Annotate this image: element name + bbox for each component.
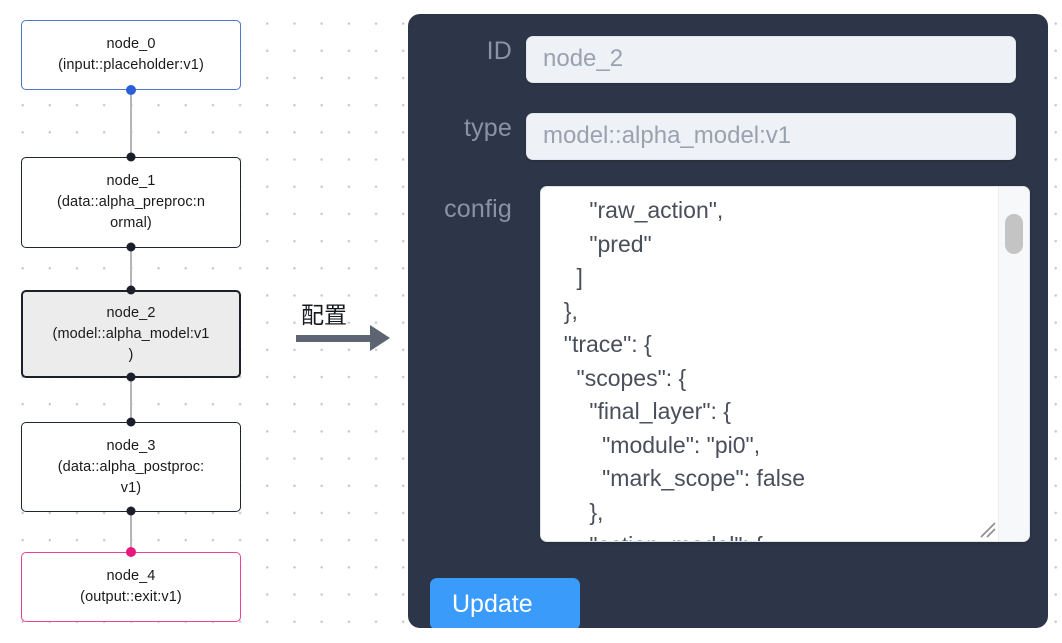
config-arrow-group: 配置 bbox=[296, 296, 392, 358]
graph-node-label: node_4 (output::exit:v1) bbox=[80, 568, 182, 605]
config-arrow-label: 配置 bbox=[301, 303, 347, 329]
edge-node1-node2 bbox=[130, 247, 132, 291]
edge-node3-node4 bbox=[130, 511, 132, 552]
graph-node-node_4[interactable]: node_4 (output::exit:v1) bbox=[21, 552, 241, 622]
config-scrollbar[interactable] bbox=[998, 187, 1029, 541]
arrow-head-icon bbox=[370, 325, 390, 351]
update-button[interactable]: Update bbox=[430, 578, 580, 628]
graph-node-node_1[interactable]: node_1 (data::alpha_preproc:n ormal) bbox=[21, 157, 241, 248]
config-textarea-wrapper[interactable]: "raw_action", "pred" ] }, "trace": { "sc… bbox=[540, 186, 1030, 542]
id-input[interactable]: node_2 bbox=[526, 36, 1016, 83]
node_1-target-handle[interactable] bbox=[126, 152, 136, 162]
graph-node-label: node_1 (data::alpha_preproc:n ormal) bbox=[56, 173, 206, 231]
node_3-target-handle[interactable] bbox=[126, 417, 136, 427]
type-field-label: type bbox=[463, 114, 512, 142]
graph-node-node_3[interactable]: node_3 (data::alpha_postproc: v1) bbox=[21, 422, 241, 512]
field-row-type: type model::alpha_model:v1 bbox=[408, 113, 1030, 160]
config-field-label: config bbox=[444, 195, 512, 223]
graph-node-label: node_2 (model::alpha_model:v1 ) bbox=[52, 304, 210, 363]
node-inspector-panel: ID node_2 type model::alpha_model:v1 con… bbox=[408, 14, 1048, 628]
node_3-source-handle[interactable] bbox=[126, 506, 136, 516]
graph-node-node_2[interactable]: node_2 (model::alpha_model:v1 ) bbox=[21, 290, 241, 378]
config-scrollbar-thumb[interactable] bbox=[1005, 214, 1023, 254]
field-row-id: ID node_2 bbox=[408, 36, 1030, 83]
node_0-source-handle[interactable] bbox=[126, 85, 136, 95]
arrow-shaft-icon bbox=[296, 335, 372, 342]
node_4-target-handle[interactable] bbox=[126, 547, 136, 557]
resize-handle-icon[interactable] bbox=[978, 520, 998, 540]
id-field-label: ID bbox=[486, 37, 512, 65]
graph-node-label: node_0 (input::placeholder:v1) bbox=[58, 36, 204, 73]
node_2-source-handle[interactable] bbox=[126, 372, 136, 382]
graph-node-label: node_3 (data::alpha_postproc: v1) bbox=[57, 437, 205, 496]
edge-node0-node1 bbox=[130, 90, 132, 158]
graph-node-node_0[interactable]: node_0 (input::placeholder:v1) bbox=[21, 20, 241, 90]
type-input[interactable]: model::alpha_model:v1 bbox=[526, 113, 1016, 160]
edge-node2-node3 bbox=[130, 377, 132, 423]
config-textarea[interactable]: "raw_action", "pred" ] }, "trace": { "sc… bbox=[563, 197, 806, 541]
node_2-target-handle[interactable] bbox=[126, 285, 136, 295]
node_1-source-handle[interactable] bbox=[126, 242, 136, 252]
